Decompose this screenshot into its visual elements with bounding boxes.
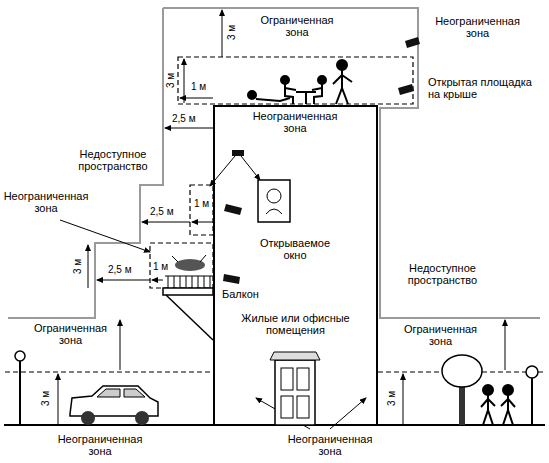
dimension-label: 1 м [191, 81, 206, 92]
car-wheel [135, 411, 149, 425]
dimension-label: 3 м [73, 258, 84, 273]
zone-label: Ограниченная зона [398, 323, 483, 347]
zone-label: Ограниченная зона [257, 14, 337, 38]
dimension-label: 1 м [153, 261, 168, 272]
dimension-label: 3 м [387, 390, 398, 405]
person-body [333, 70, 352, 104]
zone-label: Неограниченная зона [285, 433, 375, 457]
dimension-arrow [192, 222, 213, 223]
leader-line [60, 220, 150, 252]
door-canopy [270, 352, 320, 360]
person-head [281, 76, 289, 84]
zone-label: Неограниченная зона [55, 433, 145, 457]
pointer-mark [232, 150, 244, 156]
person-head [248, 91, 256, 99]
dimension-arrow [180, 98, 213, 99]
dimension-arrow [88, 245, 89, 288]
zone-label: Неограниченная зона [2, 190, 90, 214]
pointer-mark [224, 204, 242, 215]
dimension-arrow [403, 374, 404, 424]
zone-label: Неограниченная зона [250, 110, 340, 134]
dimension-arrow [97, 280, 150, 281]
tree-crown [442, 355, 482, 387]
roof-zone [178, 57, 413, 104]
dimension-arrow [58, 374, 59, 424]
car-window [97, 389, 145, 397]
building-label: Жилые или офисные помещения [233, 312, 358, 336]
door-panel [281, 368, 293, 390]
door-panel [297, 396, 309, 418]
zone-label: Недоступное пространство [400, 262, 485, 286]
pointer-mark [398, 84, 414, 95]
dimension-arrow [152, 280, 163, 281]
signpost [526, 366, 538, 378]
person-body [285, 84, 296, 104]
window-figure [266, 209, 282, 214]
door-panel [281, 396, 293, 418]
person-body [256, 98, 290, 101]
dimension-arrow [142, 222, 190, 223]
zone-label: Открытая площадка на крыше [428, 76, 538, 100]
balcony-slab [163, 288, 213, 295]
tree-trunk [459, 384, 465, 425]
zone-boundary [8, 8, 163, 318]
pointer-mark [223, 274, 240, 284]
zone-label: Недоступное пространство [72, 148, 154, 172]
person-head [337, 60, 347, 70]
dimension-arrow [165, 128, 213, 129]
roof-people [248, 60, 352, 104]
door [275, 360, 315, 425]
zone-label: Открываемое окно [250, 237, 340, 261]
dimension-label: 3 м [165, 72, 176, 87]
balcony-railing [165, 276, 213, 288]
person-head [503, 385, 513, 395]
height-line [5, 372, 213, 373]
street-lamp [15, 351, 25, 361]
zone-label: Неограниченная зона [430, 15, 525, 39]
pedestrians [481, 385, 515, 425]
dimension-arrow [184, 59, 185, 103]
leader-line [241, 156, 260, 180]
zone-label: Ограниченная зона [28, 322, 113, 346]
window-zone [190, 185, 213, 235]
street-lamp [19, 361, 21, 425]
dimension-arrow [505, 320, 506, 370]
zone-label: Балкон [222, 288, 259, 300]
dimension-label: 1 м [194, 198, 209, 209]
dimension-label: 2,5 м [172, 113, 196, 124]
car [70, 386, 158, 416]
balcony-zone [150, 243, 213, 288]
person-body [501, 395, 515, 425]
person-head [318, 76, 326, 84]
car-wheel [81, 411, 95, 425]
person-body [481, 395, 495, 425]
dimension-label: 2,5 м [108, 264, 132, 275]
person-head [483, 385, 493, 395]
zone-boundary [163, 8, 540, 318]
pointer-mark [405, 37, 420, 48]
signpost [531, 378, 533, 425]
dimension-arrow [120, 320, 121, 370]
dimension-label: 3 м [227, 24, 238, 39]
person-body [312, 84, 322, 104]
leader-line [330, 398, 366, 429]
balcony-plant [172, 255, 206, 262]
door-panel [297, 368, 309, 390]
balcony-bracket [166, 295, 213, 340]
dimension-label: 3 м [41, 390, 52, 405]
building-outline: Жилые или офисные помещения [213, 105, 378, 425]
dimension-arrow [222, 10, 223, 57]
window-figure [267, 189, 281, 203]
window [258, 180, 290, 222]
dimension-label: 2,5 м [150, 206, 174, 217]
